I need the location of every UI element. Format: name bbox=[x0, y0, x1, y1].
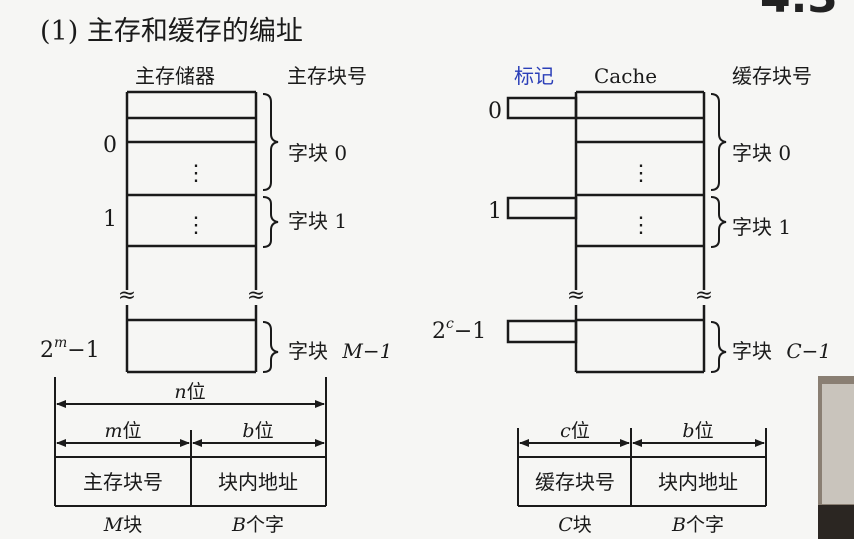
cache-block-last: 字块 C−1 bbox=[732, 339, 831, 363]
cache-upper-blocks bbox=[506, 90, 706, 290]
cache-ellipsis-1: ⋮ bbox=[630, 213, 652, 238]
cache-address-format bbox=[517, 428, 767, 507]
cache-address-right-field: 块内地址 bbox=[658, 470, 738, 494]
main-address-format bbox=[54, 377, 327, 507]
cache-index-0: 0 bbox=[488, 99, 502, 124]
main-address-left-width: m位 bbox=[104, 420, 141, 442]
main-memory-block-header: 主存块号 bbox=[287, 64, 367, 88]
page-title: (1) 主存和缓存的编址 bbox=[40, 16, 303, 47]
corner-slide-number: 4.3 bbox=[760, 0, 838, 23]
cache-tag-header: 标记 bbox=[514, 64, 554, 88]
main-address-right-caption: B个字 bbox=[231, 514, 284, 536]
main-memory-break-right: ≈ bbox=[247, 283, 265, 308]
main-memory-braces bbox=[262, 93, 279, 373]
main-address-right-field: 块内地址 bbox=[218, 470, 298, 494]
cache-address-left-caption: C块 bbox=[558, 514, 592, 536]
cache-address-left-field: 缓存块号 bbox=[535, 470, 615, 494]
main-memory-last-block bbox=[125, 305, 258, 374]
cache-block-1: 字块 1 bbox=[732, 215, 791, 239]
main-memory-ellipsis-0: ⋮ bbox=[185, 161, 207, 186]
main-address-total-width: n位 bbox=[174, 381, 205, 403]
main-memory-header: 主存储器 bbox=[135, 64, 215, 88]
main-address-left-caption: M块 bbox=[103, 514, 142, 536]
cache-diagram: 标记 Cache 缓存块号 ⋮ ⋮ ≈ ≈ 0 1 2c−1 bbox=[432, 64, 831, 374]
main-memory-block-1: 字块 1 bbox=[288, 209, 347, 233]
cache-index-1: 1 bbox=[488, 199, 502, 224]
main-memory-ellipsis-1: ⋮ bbox=[185, 213, 207, 238]
cache-header: Cache bbox=[594, 64, 657, 88]
cache-break-right: ≈ bbox=[695, 283, 713, 308]
cache-address-left-width: c位 bbox=[560, 420, 590, 442]
main-address-right-width: b位 bbox=[242, 420, 273, 442]
cache-block-0: 字块 0 bbox=[732, 141, 791, 165]
cache-braces bbox=[710, 93, 727, 373]
main-memory-block-last: 字块 M−1 bbox=[288, 339, 392, 363]
cache-index-last: 2c−1 bbox=[432, 316, 486, 344]
cache-address-right-caption: B个字 bbox=[671, 514, 724, 536]
main-memory-index-0: 0 bbox=[103, 133, 117, 158]
main-memory-block-0: 字块 0 bbox=[288, 141, 347, 165]
main-memory-diagram: 主存储器 主存块号 ⋮ ⋮ ≈ ≈ 0 1 2m−1 bbox=[40, 64, 392, 374]
main-memory-break-left: ≈ bbox=[118, 283, 136, 308]
cache-block-header: 缓存块号 bbox=[732, 64, 812, 88]
cache-ellipsis-0: ⋮ bbox=[630, 161, 652, 186]
main-memory-index-last: 2m−1 bbox=[40, 335, 100, 363]
cache-last-block bbox=[506, 305, 706, 374]
main-memory-index-1: 1 bbox=[103, 207, 117, 232]
cache-address-right-width: b位 bbox=[682, 420, 713, 442]
main-memory-upper-blocks bbox=[125, 90, 258, 290]
main-address-left-field: 主存块号 bbox=[83, 470, 163, 494]
presenter-video-thumbnail bbox=[818, 376, 854, 539]
cache-break-left: ≈ bbox=[567, 283, 585, 308]
